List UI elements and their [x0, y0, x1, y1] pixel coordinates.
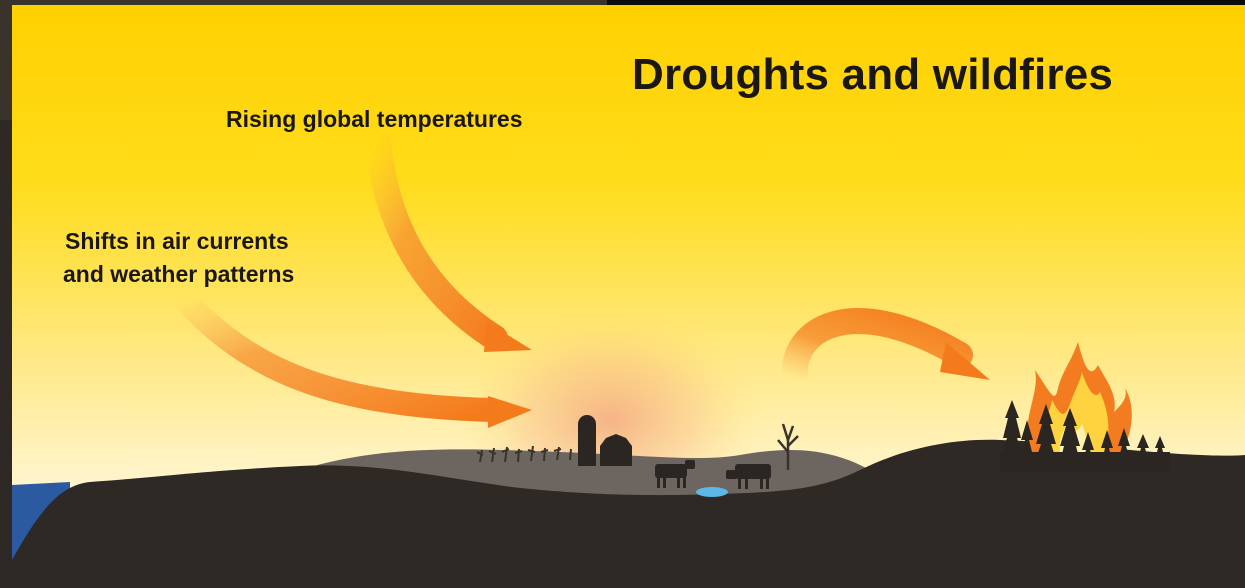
ground — [12, 439, 1245, 588]
silo-icon — [578, 415, 596, 466]
arrow-icon — [781, 308, 990, 391]
dry-crops — [476, 445, 572, 463]
label-air-currents-line2: and weather patterns — [63, 261, 295, 287]
page-title: Droughts and wildfires — [632, 50, 1114, 99]
arrow-icon — [365, 127, 532, 352]
cow-icon — [655, 460, 695, 488]
window-top-bar-right — [607, 0, 1245, 5]
window-left-edge — [0, 0, 12, 588]
label-rising-temperatures: Rising global temperatures — [226, 106, 523, 132]
window-left-edge-top — [0, 0, 12, 120]
window-top-bar-left — [0, 0, 607, 5]
barn-icon — [600, 434, 632, 466]
dead-tree-icon — [777, 423, 799, 470]
cow-icon — [726, 464, 771, 489]
label-air-currents-line1: Shifts in air currents — [65, 228, 289, 254]
arrow-icon — [173, 288, 532, 428]
pond-icon — [696, 487, 728, 497]
pine-tree-icon — [1000, 400, 1170, 472]
